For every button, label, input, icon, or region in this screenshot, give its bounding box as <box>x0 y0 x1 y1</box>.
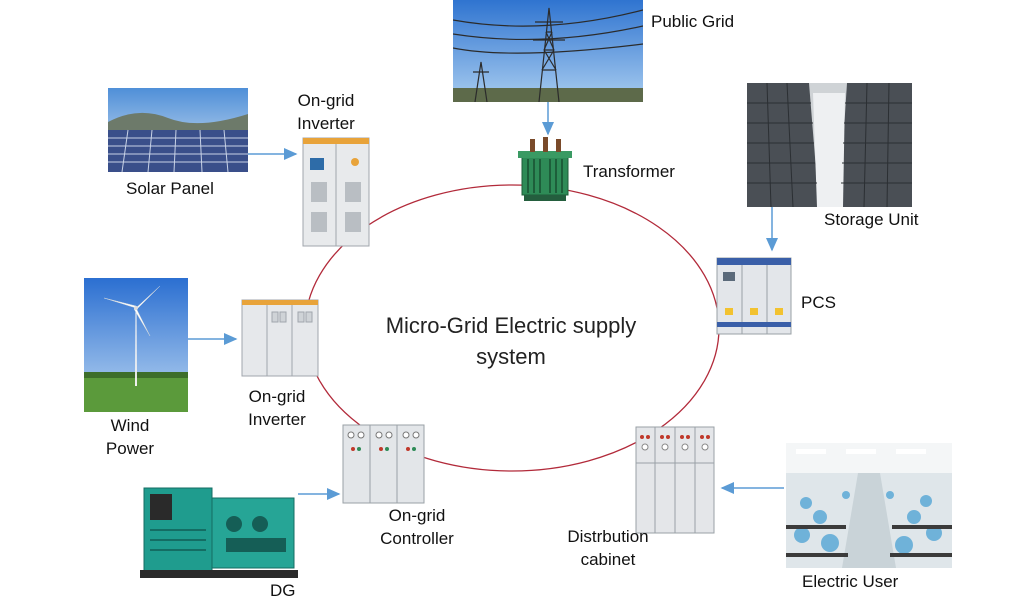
solar-panel-label: Solar Panel <box>126 179 214 198</box>
wind-label-line2: Power <box>105 439 155 458</box>
wind-power-image <box>84 278 188 412</box>
dg-label: DG <box>270 581 296 600</box>
distribution-cabinet-image <box>634 425 716 535</box>
wind-label-line1: Wind <box>110 416 150 435</box>
solar-panel-image <box>108 88 248 172</box>
inverter-2-label-line1: On-grid <box>248 387 306 406</box>
pcs-image <box>715 256 793 336</box>
pcs-label: PCS <box>801 293 836 312</box>
inverter-2-image <box>240 298 320 378</box>
storage-unit-image <box>747 83 912 207</box>
inverter-1-label-line2: Inverter <box>297 114 355 133</box>
controller-image <box>341 423 426 505</box>
storage-unit-label: Storage Unit <box>824 210 919 229</box>
controller-label-line2: Controller <box>380 529 454 548</box>
public-grid-label: Public Grid <box>651 12 735 31</box>
controller-label-line1: On-grid <box>388 506 446 525</box>
inverter-2-label-line2: Inverter <box>248 410 306 429</box>
transformer-label: Transformer <box>583 162 675 181</box>
electric-user-image <box>786 443 952 568</box>
distribution-label-line2: cabinet <box>580 550 636 569</box>
public-grid-image <box>453 0 643 102</box>
dg-image <box>140 484 298 580</box>
transformer-image <box>514 135 576 203</box>
inverter-1-image <box>301 136 371 248</box>
inverter-1-label-line1: On-grid <box>297 91 355 110</box>
electric-user-label: Electric User <box>802 572 899 591</box>
diagram-title: Micro-Grid Electric supply system <box>385 313 637 369</box>
distribution-label-line1: Distrbution <box>567 527 649 546</box>
